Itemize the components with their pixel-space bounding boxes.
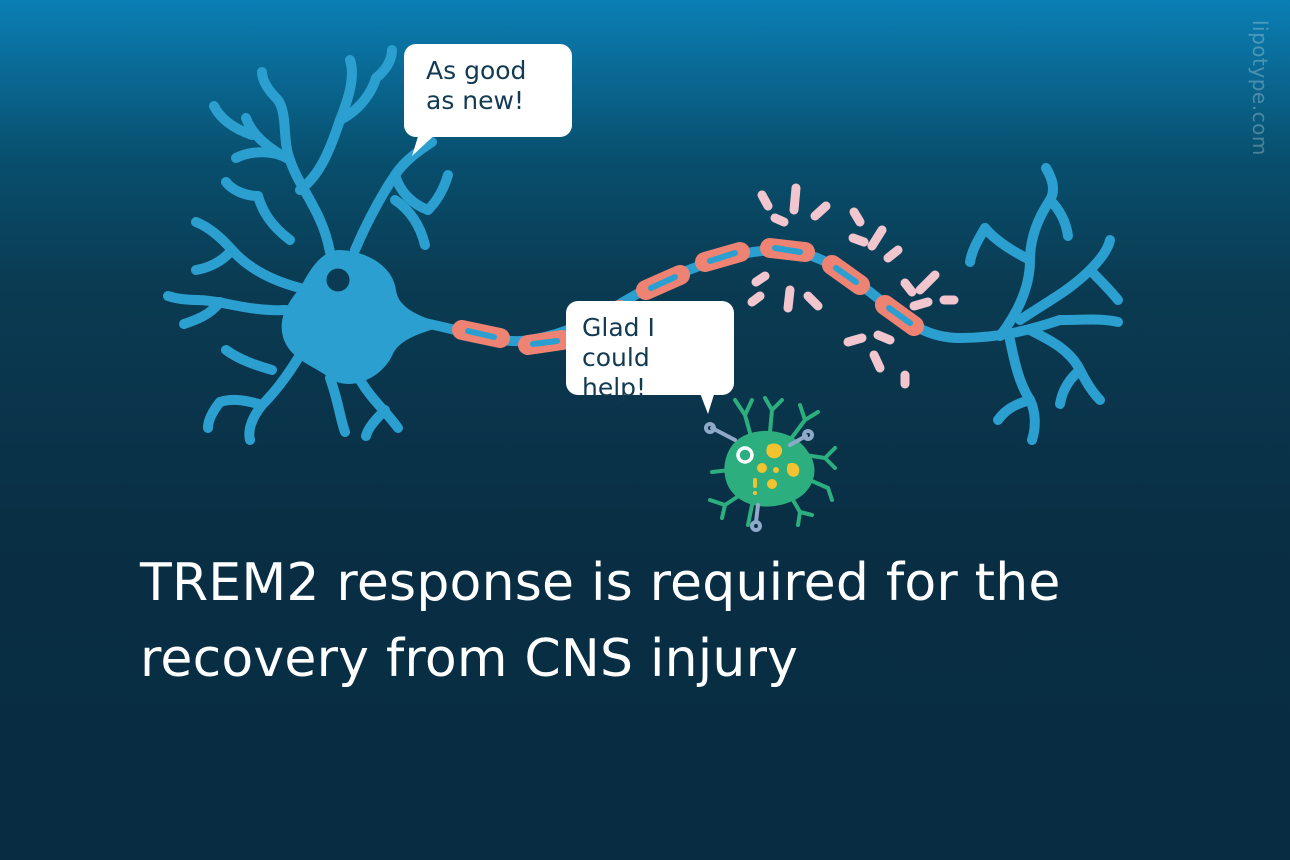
microglia-icon xyxy=(704,396,837,532)
neuron-icon xyxy=(163,45,1123,445)
neuron-speech-bubble: As good as new! xyxy=(404,44,572,137)
headline: TREM2 response is required for the recov… xyxy=(140,553,1061,689)
watermark: lipotype.com xyxy=(1248,20,1272,156)
myelin-debris-icon xyxy=(747,183,959,389)
microglia-speech-bubble: Glad I could help! xyxy=(566,301,734,402)
